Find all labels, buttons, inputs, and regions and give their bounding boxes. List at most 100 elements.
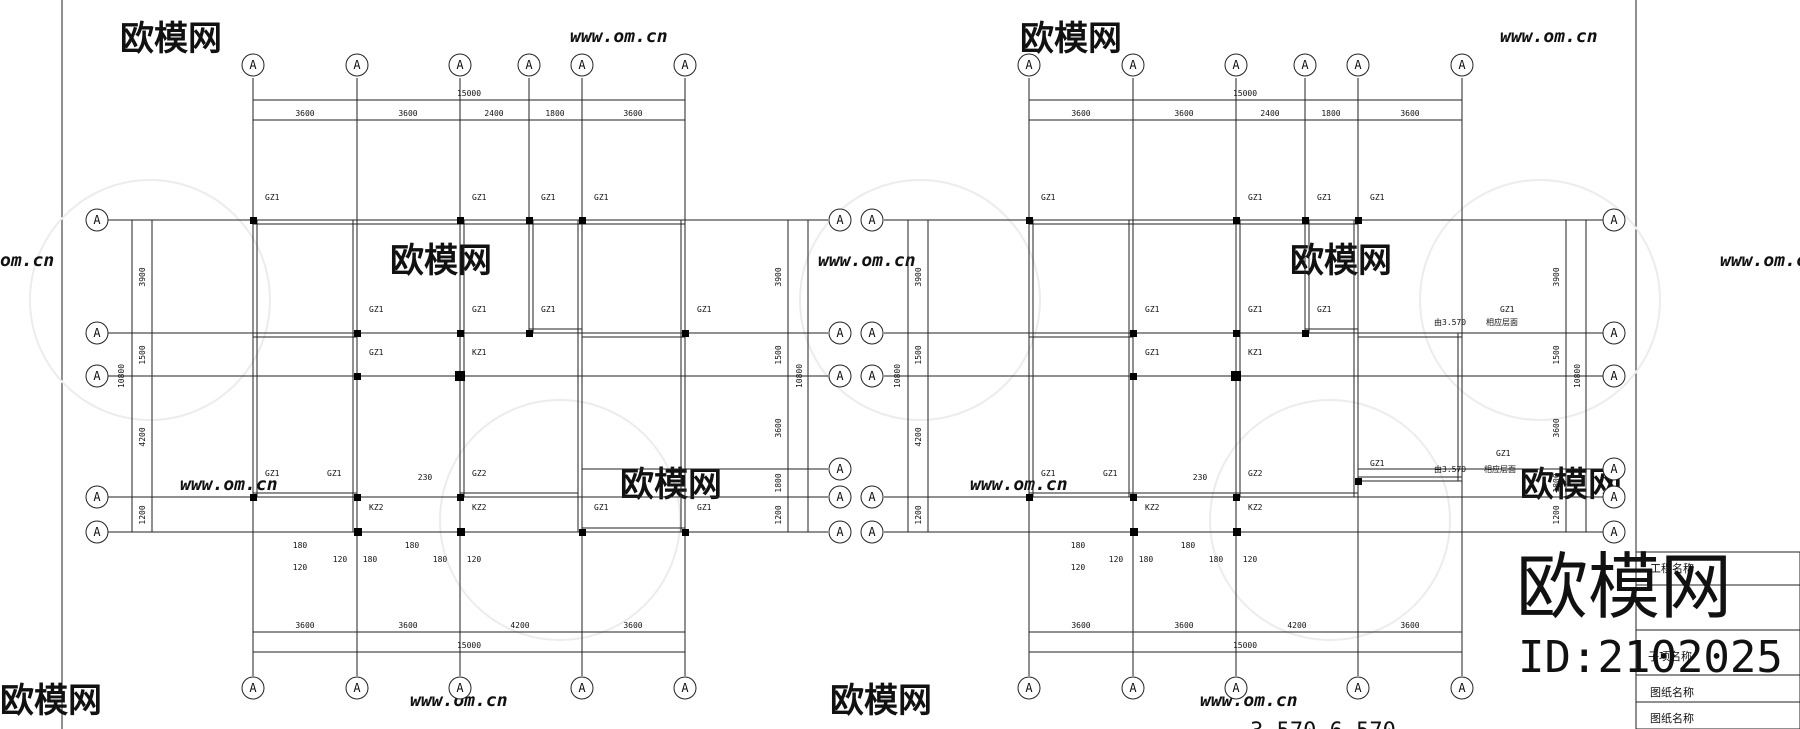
svg-text:A: A [1610,462,1618,476]
svg-text:1800: 1800 [545,109,564,118]
svg-text:A: A [1354,58,1362,72]
svg-text:A: A [868,490,876,504]
svg-text:3600: 3600 [295,109,314,118]
svg-text:A: A [836,525,844,539]
svg-text:GZ2: GZ2 [1248,469,1263,478]
svg-text:A: A [1301,58,1309,72]
svg-text:GZ1: GZ1 [541,193,556,202]
svg-text:A: A [1025,58,1033,72]
svg-text:A: A [1025,681,1033,695]
svg-text:3900: 3900 [1552,267,1561,286]
svg-text:3600: 3600 [774,418,783,437]
svg-text:180: 180 [1139,555,1154,564]
watermark-brand: 欧模网 [0,681,102,721]
svg-text:GZ1: GZ1 [594,193,609,202]
svg-text:工程名称: 工程名称 [1650,561,1694,575]
svg-text:A: A [1129,58,1137,72]
svg-text:180: 180 [433,555,448,564]
svg-text:相应层面: 相应层面 [1486,317,1518,327]
svg-text:3900: 3900 [138,267,147,286]
svg-text:1200: 1200 [1552,505,1561,524]
svg-text:GZ1: GZ1 [472,305,487,314]
svg-text:1500: 1500 [1552,345,1561,364]
svg-text:15000: 15000 [1233,641,1257,650]
svg-text:A: A [1458,58,1466,72]
svg-text:120: 120 [1071,563,1086,572]
svg-text:10800: 10800 [893,364,902,388]
svg-text:A: A [868,213,876,227]
svg-text:180: 180 [293,541,308,550]
overlay-brand: 欧模网 [1516,545,1732,629]
svg-text:4200: 4200 [138,427,147,446]
svg-text:A: A [456,681,464,695]
svg-text:180: 180 [1181,541,1196,550]
svg-text:180: 180 [363,555,378,564]
watermark-brand: 欧模网 [830,681,932,721]
watermark-url: www.om.cn [1500,26,1598,47]
svg-text:A: A [1354,681,1362,695]
svg-text:GZ1: GZ1 [697,503,712,512]
svg-text:120: 120 [467,555,482,564]
svg-text:相应层面: 相应层面 [1484,464,1516,474]
svg-text:由3.570: 由3.570 [1434,317,1466,327]
svg-text:GZ1: GZ1 [1248,193,1263,202]
svg-text:3900: 3900 [914,267,923,286]
svg-text:A: A [1232,58,1240,72]
svg-text:3600: 3600 [1400,109,1419,118]
svg-text:GZ1: GZ1 [1145,305,1160,314]
watermark-brand: 欧模网 [1020,19,1122,59]
svg-text:KZ2: KZ2 [472,503,487,512]
svg-text:15000: 15000 [457,641,481,650]
svg-text:GZ1: GZ1 [369,348,384,357]
svg-text:GZ1: GZ1 [265,469,280,478]
svg-text:1200: 1200 [138,505,147,524]
svg-text:15000: 15000 [1233,89,1257,98]
svg-text:10800: 10800 [1573,364,1582,388]
svg-text:A: A [93,213,101,227]
svg-text:3600: 3600 [1174,109,1193,118]
svg-text:A: A [249,681,257,695]
svg-text:2400: 2400 [484,109,503,118]
svg-text:A: A [456,58,464,72]
svg-text:A: A [93,369,101,383]
watermark-brand: 欧模网 [1290,241,1392,281]
svg-text:A: A [1458,681,1466,695]
svg-text:GZ1: GZ1 [1370,193,1385,202]
axis-bubble: A A A A A A A A A A A A A A A A A A A A … [85,53,852,700]
svg-text:4200: 4200 [1287,621,1306,630]
svg-text:GZ1: GZ1 [1103,469,1118,478]
svg-text:GZ1: GZ1 [472,193,487,202]
svg-text:120: 120 [1243,555,1258,564]
svg-text:A: A [681,58,689,72]
svg-text:1200: 1200 [914,505,923,524]
svg-text:1800: 1800 [774,473,783,492]
svg-text:A: A [1610,326,1618,340]
svg-text:KZ1: KZ1 [1248,348,1263,357]
svg-text:1800: 1800 [1321,109,1340,118]
svg-text:A: A [836,213,844,227]
svg-text:3600: 3600 [1552,418,1561,437]
watermark-brand: 欧模网 [390,241,492,281]
svg-text:10800: 10800 [795,364,804,388]
svg-text:4200: 4200 [914,427,923,446]
svg-text:A: A [1610,525,1618,539]
svg-text:A: A [525,58,533,72]
svg-text:GZ1: GZ1 [1317,193,1332,202]
svg-text:GZ1: GZ1 [1370,459,1385,468]
svg-text:GZ1: GZ1 [1500,305,1515,314]
svg-text:子项名称: 子项名称 [1648,649,1692,663]
svg-text:GZ2: GZ2 [472,469,487,478]
svg-text:A: A [1610,490,1618,504]
watermark-brand: 欧模网 [620,465,722,505]
svg-text:A: A [836,326,844,340]
svg-text:KZ1: KZ1 [472,348,487,357]
svg-text:A: A [836,490,844,504]
svg-text:180: 180 [1209,555,1224,564]
svg-text:A: A [836,462,844,476]
watermark-url-partial: om.cn [0,250,54,271]
title-block: 工程名称 子项名称 图纸名称 图纸名称 [1635,551,1800,729]
svg-text:1800: 1800 [1552,473,1561,492]
svg-text:KZ2: KZ2 [369,503,384,512]
svg-text:10800: 10800 [117,364,126,388]
svg-text:GZ1: GZ1 [1317,305,1332,314]
